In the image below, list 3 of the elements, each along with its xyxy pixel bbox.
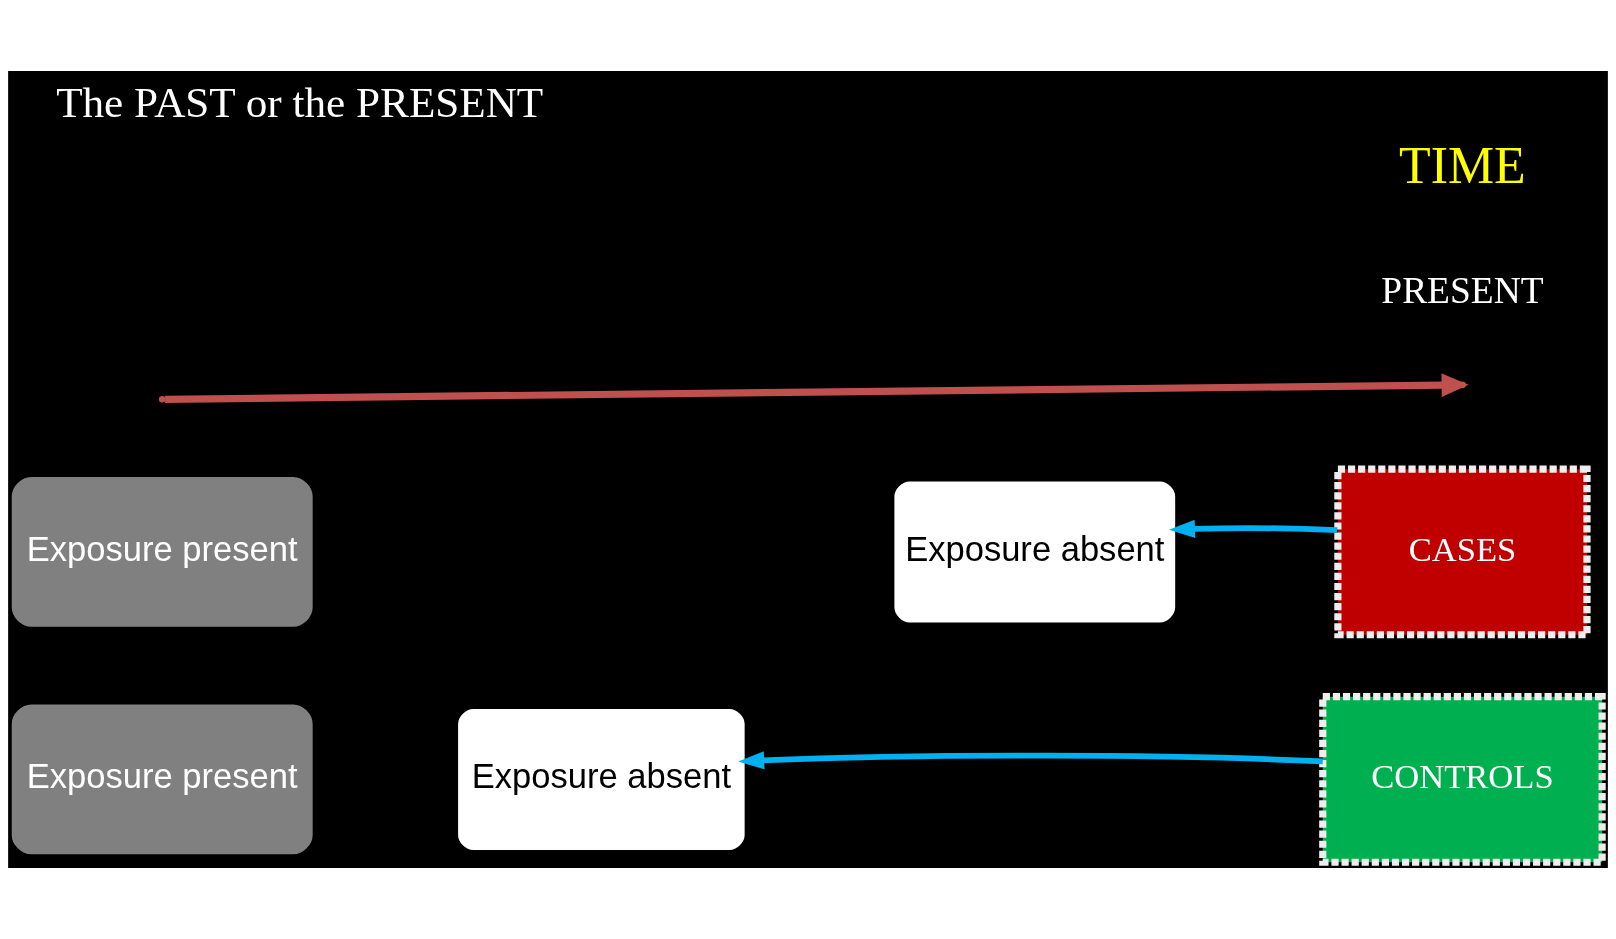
label: TIME <box>1399 137 1526 195</box>
diagram-title: The PAST or the PRESENT <box>56 79 544 127</box>
label: PRESENT <box>1381 270 1544 312</box>
